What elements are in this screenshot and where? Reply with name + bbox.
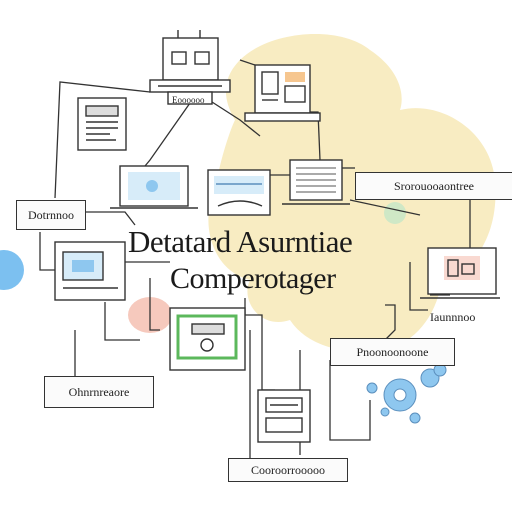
wire-2	[139, 102, 191, 173]
wire-4	[211, 101, 261, 137]
label-bottom-center: Cooroorrooooo	[228, 458, 348, 482]
screen-icon	[207, 169, 271, 216]
wire-13	[74, 330, 145, 381]
label-top-center: Eoooooo	[172, 95, 205, 105]
wire-19	[329, 360, 371, 441]
blue-blob	[0, 250, 24, 290]
wire-12	[104, 302, 140, 341]
green-blob	[384, 202, 406, 224]
wire-11	[39, 232, 55, 271]
label-left-mid: Dotrnnoo	[16, 200, 86, 230]
laptop-icon	[110, 165, 198, 209]
label-right-lower: Iaunnnoo	[430, 310, 476, 324]
wire-20	[384, 304, 396, 341]
chart-icon	[420, 247, 500, 299]
wire-10	[85, 211, 136, 226]
label-right-main: Srorouooaontree	[355, 172, 512, 200]
label-bottom-left: Ohnrnreaore	[44, 376, 154, 408]
wire-15	[149, 278, 160, 331]
wire-21	[409, 262, 428, 311]
laptop-icon-right	[282, 159, 350, 205]
diagram-title-line1: Detatard Asurntiae	[128, 224, 353, 259]
monitor-icon	[244, 64, 321, 122]
wire-3	[239, 59, 256, 66]
diagram-title-line2: Comperotager	[170, 262, 336, 295]
wire-8	[349, 199, 421, 216]
server-icon	[149, 30, 231, 105]
label-center-right: Pnoonoonoone	[330, 338, 455, 366]
panel-icon	[54, 241, 126, 301]
device-icon	[169, 307, 246, 371]
gear-icon	[366, 363, 447, 424]
wire-1	[54, 81, 151, 199]
server-rack-icon	[257, 389, 311, 443]
document-icon	[77, 97, 127, 151]
